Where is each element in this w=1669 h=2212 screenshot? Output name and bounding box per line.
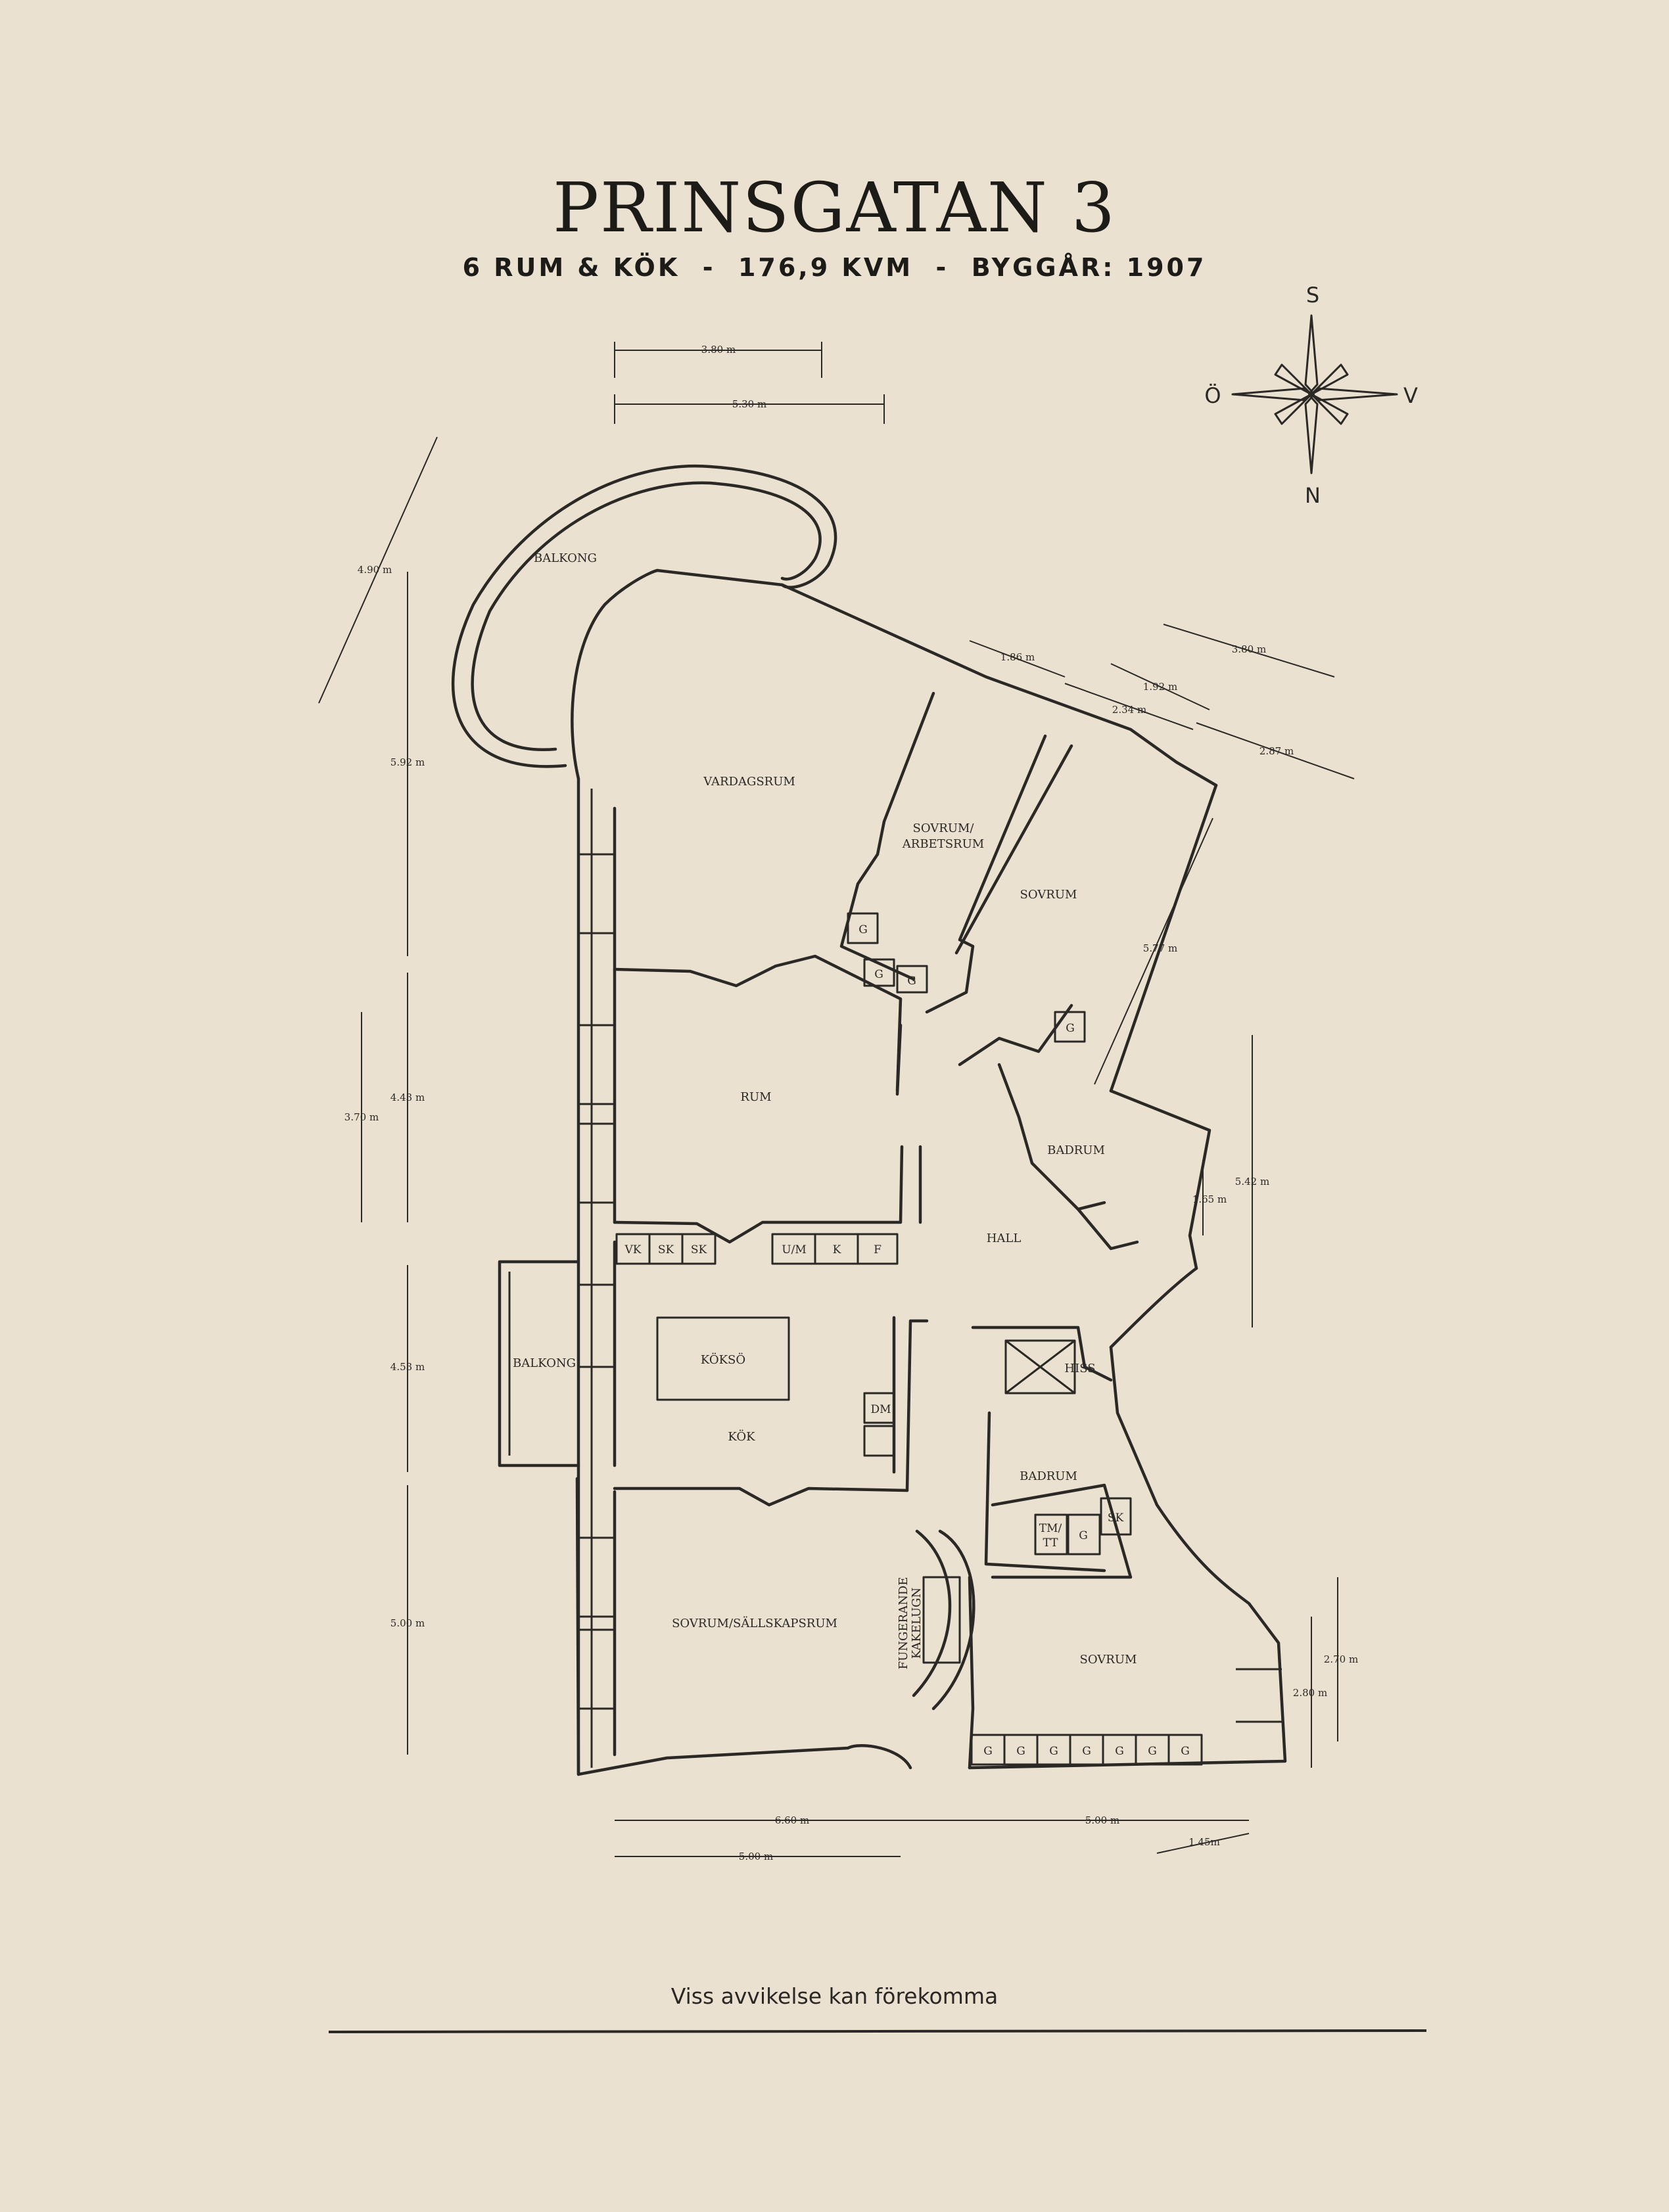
dim-right-a: 1.86 m <box>1000 651 1035 663</box>
fixture-dm: DM <box>870 1403 891 1416</box>
compass-rose-icon <box>1231 314 1398 474</box>
room-koksö: KÖKSÖ <box>701 1352 745 1367</box>
dim-left-3: 4.53 m <box>390 1361 425 1373</box>
dim-left-1: 5.92 m <box>390 756 425 768</box>
fixture-g: G <box>1049 1745 1058 1758</box>
dim-bottom-c: 5.00 m <box>739 1851 773 1862</box>
dim-right-e: 2.87 m <box>1259 745 1294 757</box>
fixture-g: G <box>1148 1745 1157 1758</box>
dim-right-f: 5.77 m <box>1143 942 1177 954</box>
fixture-g: G <box>1079 1529 1088 1542</box>
dim-top-a: 3.80 m <box>701 344 736 356</box>
dim-bottom-b: 5.00 m <box>1085 1814 1119 1826</box>
fixture-f: F <box>874 1243 882 1256</box>
interior-walls <box>498 691 1139 1711</box>
fixture-g: G <box>858 923 868 936</box>
room-rum: RUM <box>740 1090 771 1104</box>
fixture-sk: SK <box>658 1243 674 1256</box>
room-hall: HALL <box>987 1232 1022 1245</box>
dim-right-b: 3.80 m <box>1232 643 1266 655</box>
room-vardagsrum: VARDAGSRUM <box>703 775 795 789</box>
room-sovrum-upper: SOVRUM <box>1020 888 1077 902</box>
compass-west-label: V <box>1403 383 1418 408</box>
dim-bottom-d: 1.45m <box>1188 1836 1220 1848</box>
dim-right-g: 5.42 m <box>1235 1176 1269 1187</box>
disclaimer: Viss avvikelse kan förekomma <box>670 1983 999 2009</box>
page-title: PRINSGATAN 3 <box>552 168 1117 248</box>
fixture-tmtt: TM/ <box>1039 1522 1062 1535</box>
fixture-g: G <box>1016 1745 1025 1758</box>
outer-walls <box>452 464 1287 1776</box>
dimension-lines <box>318 342 1355 1857</box>
window-marks <box>578 853 1282 1723</box>
fixture-um: U/M <box>782 1243 806 1256</box>
fixture-g: G <box>874 968 883 981</box>
room-sovrum-arbetsrum-line2: ARBETSRUM <box>902 837 984 851</box>
room-kok: KÖK <box>728 1429 755 1444</box>
fixture-boxes <box>615 912 1203 1766</box>
bottom-rule <box>328 2029 1427 2033</box>
dim-left-4: 5.00 m <box>390 1617 425 1629</box>
compass-east-label: Ö <box>1204 383 1221 408</box>
dim-right-c: 1.92 m <box>1143 681 1177 693</box>
dim-left-inner: 3.70 m <box>344 1111 379 1123</box>
dim-top-b: 5.30 m <box>732 398 766 410</box>
fixture-tmtt-line2: TT <box>1043 1536 1059 1550</box>
dim-right-h: 1.65 m <box>1192 1193 1227 1205</box>
room-badrum-upper: BADRUM <box>1047 1143 1105 1157</box>
room-badrum-lower: BADRUM <box>1020 1469 1077 1483</box>
fixture-g: G <box>983 1745 993 1758</box>
dim-right-j: 2.80 m <box>1293 1687 1327 1699</box>
fixture-sk-3: SK <box>1108 1511 1124 1525</box>
room-sovrum-sallskapsrum: SOVRUM/SÄLLSKAPSRUM <box>672 1615 837 1630</box>
fixture-sk-2: SK <box>691 1243 707 1256</box>
dim-left-2: 4.43 m <box>390 1092 425 1103</box>
dim-left-diag: 4.90 m <box>358 564 392 576</box>
fixture-g: G <box>1115 1745 1124 1758</box>
dim-bottom-a: 6.60 m <box>775 1814 809 1826</box>
fixture-g: G <box>1181 1745 1190 1758</box>
kakelugn-label: FUNGERANDE <box>897 1577 910 1670</box>
room-balkong-top: BALKONG <box>534 551 597 565</box>
dim-right-i: 2.70 m <box>1324 1653 1358 1665</box>
fixture-g: G <box>1082 1745 1091 1758</box>
room-balkong-side: BALKONG <box>513 1356 576 1370</box>
room-hiss: HISS <box>1064 1362 1095 1375</box>
fixture-g: G <box>907 975 916 988</box>
fixture-k: K <box>833 1243 841 1256</box>
fixture-vk: VK <box>624 1243 642 1256</box>
property-summary: 6 RUM & KÖK - 176,9 KVM - BYGGÅR: 1907 <box>462 253 1207 282</box>
dim-right-d: 2.34 m <box>1112 704 1146 716</box>
fixture-g: G <box>1066 1022 1075 1035</box>
compass-south-label: S <box>1306 283 1319 308</box>
room-sovrum-lower: SOVRUM <box>1080 1653 1137 1667</box>
kakelugn-label-line2: KAKELUGN <box>910 1588 924 1659</box>
compass-north-label: N <box>1305 483 1321 508</box>
room-sovrum-arbetsrum: SOVRUM/ <box>913 821 975 835</box>
